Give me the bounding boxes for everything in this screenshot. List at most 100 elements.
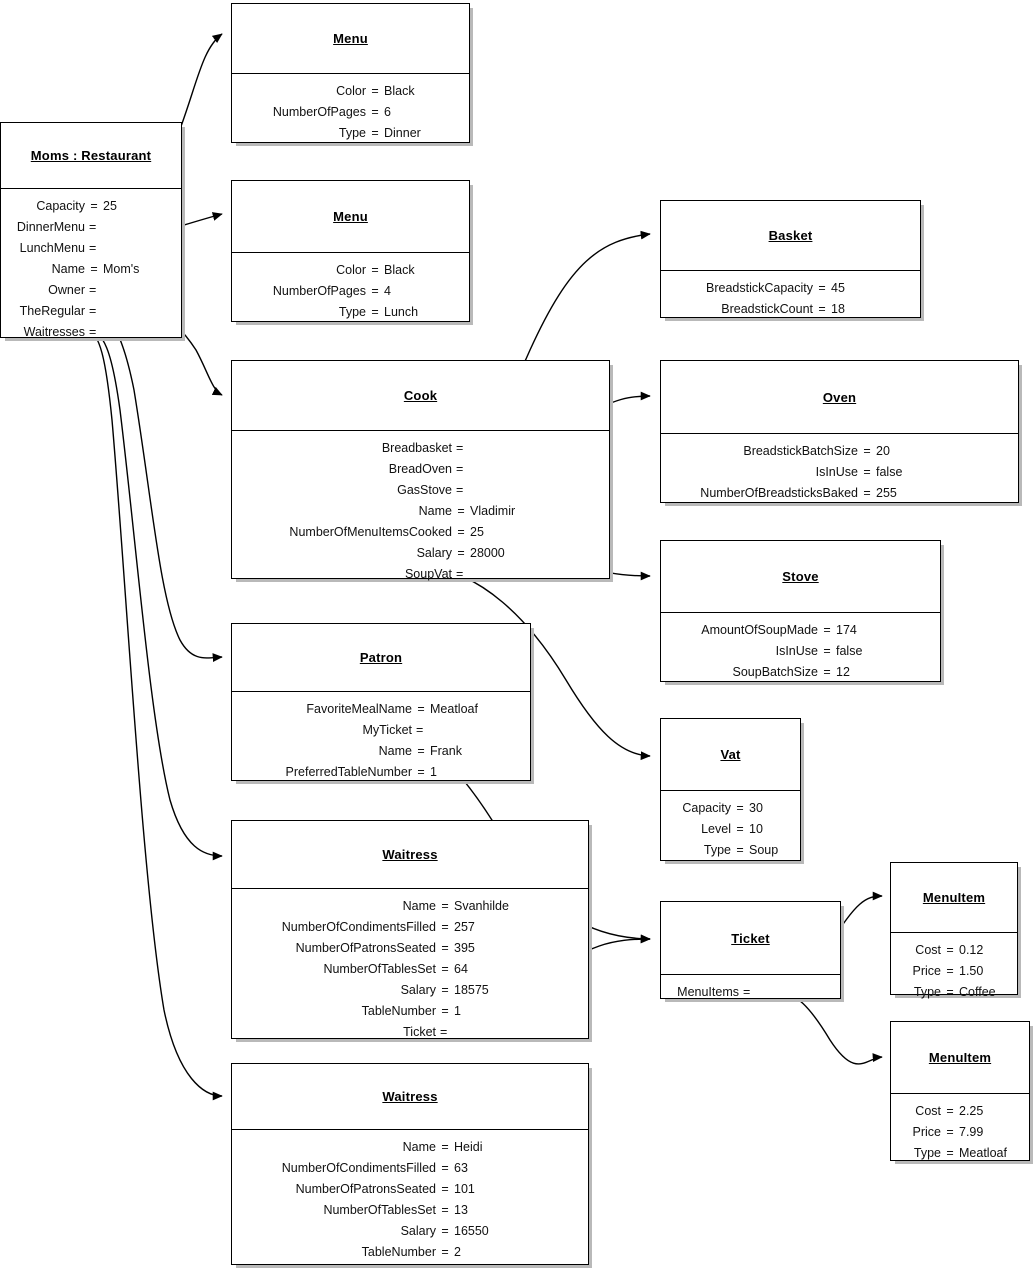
attribute-value: 45: [831, 280, 845, 295]
attribute-row: BreadstickBatchSize=20: [661, 440, 1018, 461]
attribute-value: 12: [836, 664, 850, 679]
attribute-equals: =: [736, 842, 744, 857]
attribute-equals: =: [441, 1244, 449, 1259]
attribute-row: Type=Meatloaf: [891, 1142, 1029, 1163]
attribute-equals: =: [457, 545, 465, 560]
attribute-row: IsInUse=false: [661, 461, 1018, 482]
attribute-name: Capacity: [36, 198, 85, 213]
attribute-equals: =: [89, 303, 97, 318]
attribute-row: LunchMenu =: [1, 237, 181, 258]
object-name-label: Vat: [720, 747, 741, 762]
attribute-value: Coffee: [959, 984, 996, 999]
object-name-label: Cook: [403, 388, 438, 403]
attribute-row: TableNumber=2: [232, 1241, 588, 1262]
attribute-name: NumberOfPatronsSeated: [295, 940, 436, 955]
attribute-equals: =: [416, 722, 424, 737]
attribute-row: AmountOfSoupMade=174: [661, 619, 940, 640]
attribute-value: Black: [384, 262, 415, 277]
attribute-equals: =: [441, 1160, 449, 1175]
object-name-label: Ticket: [731, 930, 770, 946]
attribute-value: 13: [454, 1202, 468, 1217]
attribute-row: Salary=16550: [232, 1220, 588, 1241]
attribute-row: Price=7.99: [891, 1121, 1029, 1142]
attribute-value: 0.12: [959, 942, 984, 957]
attribute-equals: =: [417, 764, 425, 779]
attribute-name: Ticket: [403, 1024, 436, 1039]
attribute-value: 255: [876, 485, 897, 500]
attribute-value: 174: [836, 622, 857, 637]
attribute-equals: =: [371, 262, 379, 277]
attribute-row: Level=10: [661, 818, 800, 839]
attribute-name: Price: [912, 1124, 941, 1139]
attribute-name: Name: [418, 503, 452, 518]
attribute-name: Name: [402, 1139, 436, 1154]
attribute-value: 257: [454, 919, 475, 934]
attribute-name: Salary: [416, 545, 452, 560]
attribute-equals: =: [90, 261, 98, 276]
attribute-name: NumberOfPatronsSeated: [295, 1181, 436, 1196]
attribute-name: Level: [701, 821, 731, 836]
attribute-equals: =: [371, 104, 379, 119]
attribute-name: GasStove: [397, 482, 452, 497]
attribute-value: 101: [454, 1181, 475, 1196]
attribute-name: SoupVat: [404, 566, 452, 581]
attribute-row: Cost=0.12: [891, 939, 1017, 960]
object-title-cook: Cook: [232, 361, 609, 431]
attribute-equals: =: [89, 240, 97, 255]
attribute-name: LunchMenu: [19, 240, 85, 255]
attribute-value: 2: [454, 1244, 461, 1259]
attribute-equals: =: [417, 701, 425, 716]
attribute-name: IsInUse: [815, 464, 858, 479]
attribute-equals: =: [946, 1103, 954, 1118]
attribute-row: DinnerMenu=: [1, 216, 181, 237]
object-name-label: Moms : Restaurant: [30, 148, 152, 163]
attribute-equals: =: [371, 283, 379, 298]
object-title-waitress-heidi: Waitress: [232, 1064, 588, 1130]
attribute-name: Type: [338, 125, 366, 140]
attribute-row: BreadstickCapacity=45: [661, 277, 920, 298]
attribute-row: Capacity=30: [661, 797, 800, 818]
attribute-row: Color=Black: [232, 80, 469, 101]
attribute-equals: =: [441, 940, 449, 955]
attribute-value: 63: [454, 1160, 468, 1175]
attribute-equals: =: [863, 485, 871, 500]
attribute-name: Type: [913, 984, 941, 999]
attribute-name: Salary: [400, 1223, 436, 1238]
attribute-name: Price: [912, 963, 941, 978]
attribute-equals: =: [90, 198, 98, 213]
attribute-value: 18575: [454, 982, 489, 997]
attribute-value: 1.50: [959, 963, 984, 978]
object-name-label: Menu: [333, 209, 368, 224]
object-title-basket: Basket: [661, 201, 920, 271]
attribute-equals: =: [89, 324, 97, 339]
attribute-row: Breadbasket=: [232, 437, 609, 458]
attribute-row: GasStove=: [232, 479, 609, 500]
attribute-equals: =: [417, 743, 425, 758]
attribute-row: Salary=28000: [232, 542, 609, 563]
attribute-name: NumberOfMenuItemsCooked: [289, 524, 452, 539]
attribute-name: MyTicket: [362, 722, 412, 737]
attribute-value: Mom's: [103, 261, 140, 276]
attribute-row: NumberOfPages=4: [232, 280, 469, 301]
attribute-equals: =: [736, 800, 744, 815]
attribute-equals: =: [946, 963, 954, 978]
attribute-equals: =: [441, 919, 449, 934]
attribute-value: 2.25: [959, 1103, 984, 1118]
